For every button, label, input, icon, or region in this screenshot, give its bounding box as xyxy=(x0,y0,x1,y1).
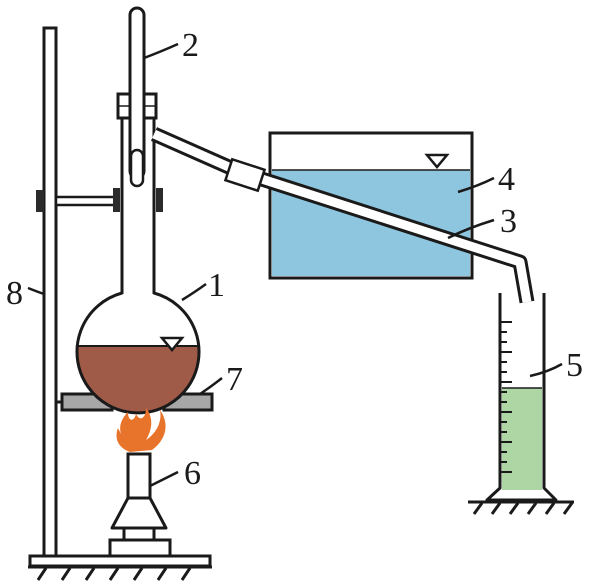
label-condenser-tube: 3 xyxy=(500,203,517,240)
leader-6 xyxy=(149,470,179,488)
clamp-knob xyxy=(36,190,44,212)
tube-connector xyxy=(223,157,267,193)
label-graduated-cylinder: 5 xyxy=(566,347,583,384)
graduated-cylinder xyxy=(468,293,574,515)
retort-stand xyxy=(28,26,212,581)
label-stand: 8 xyxy=(6,275,23,312)
neck-clamp-left xyxy=(113,188,120,212)
neck-clamp-right xyxy=(156,188,163,212)
clamp-arm xyxy=(54,195,120,207)
thermometer-bulb xyxy=(129,148,145,188)
alcohol-burner xyxy=(108,408,172,558)
label-thermometer: 2 xyxy=(182,27,199,64)
distillate-liquid xyxy=(502,388,542,490)
liquid-level-icon xyxy=(159,336,185,352)
burner-platform xyxy=(108,538,172,558)
stand-rod xyxy=(42,26,58,560)
cylinder-body xyxy=(485,293,558,502)
label-burner: 6 xyxy=(184,455,201,492)
tank-outline xyxy=(268,131,474,280)
label-flask: 1 xyxy=(208,267,225,304)
condenser-tube xyxy=(150,127,535,304)
leader-2 xyxy=(143,42,179,60)
burner-base xyxy=(122,526,156,542)
leader-7 xyxy=(199,377,223,396)
burner-wick-tube xyxy=(126,452,152,500)
leader-lines xyxy=(27,42,563,488)
flame-icon xyxy=(116,408,166,452)
thermometer xyxy=(116,6,158,188)
ground-hatch-icon xyxy=(28,565,212,581)
liquid-level-icon xyxy=(424,153,450,169)
leader-4 xyxy=(457,176,495,194)
leader-3 xyxy=(447,218,495,240)
label-water-tank: 4 xyxy=(498,161,515,198)
leader-1 xyxy=(181,282,207,302)
burner-lamp xyxy=(110,496,168,530)
cylinder-graduations xyxy=(500,321,512,473)
leader-5 xyxy=(529,362,563,378)
water-tank xyxy=(268,131,474,280)
label-wire-gauze: 7 xyxy=(226,361,243,398)
ground-hatch-icon xyxy=(468,500,574,515)
leader-8 xyxy=(27,286,45,296)
